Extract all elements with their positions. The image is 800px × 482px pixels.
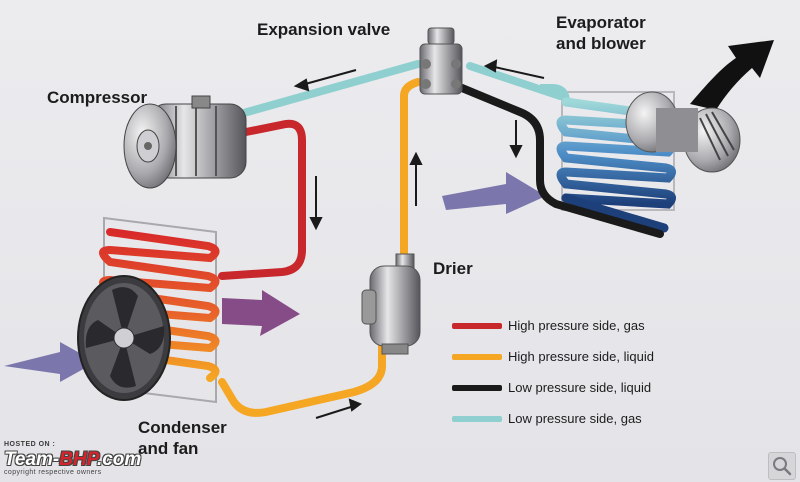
refrigerant-pipes (218, 60, 664, 417)
drier (361, 253, 421, 355)
legend-item-low-liquid: Low pressure side, liquid (452, 377, 692, 408)
watermark-hosted: HOSTED ON : (4, 441, 56, 448)
label-drier: Drier (433, 259, 473, 278)
label-compressor: Compressor (47, 88, 148, 107)
watermark-brand: Team-BHP.com (4, 449, 141, 471)
legend-item-low-gas: Low pressure side, gas (452, 408, 692, 439)
watermark-copyright: copyright respective owners (4, 469, 102, 476)
zoom-button[interactable] (768, 452, 796, 480)
airflow-evaporator-in-arrow (442, 172, 546, 214)
flow-direction-arrows (293, 59, 545, 419)
legend-label: Low pressure side, liquid (508, 380, 652, 395)
watermark: HOSTED ON : Team-BHP.com copyright respe… (4, 441, 141, 476)
legend-swatch (452, 354, 502, 360)
legend-item-high-liquid: High pressure side, liquid (452, 346, 692, 377)
legend-swatch (452, 416, 502, 422)
expansion-valve (419, 27, 463, 95)
label-evaporator-line1: Evaporator (556, 13, 646, 32)
compressor (123, 95, 247, 189)
legend-swatch (452, 323, 502, 329)
legend: High pressure side, gas High pressure si… (452, 315, 692, 439)
watermark-brand-highlight: BHP (59, 449, 97, 470)
legend-swatch (452, 385, 502, 391)
blower (625, 91, 741, 173)
magnifier-icon (773, 457, 792, 476)
label-condenser-and-fan: Condenser and fan (138, 417, 278, 460)
airflow-in-arrow (4, 342, 96, 382)
legend-label: High pressure side, liquid (508, 349, 654, 364)
legend-label: Low pressure side, gas (508, 411, 642, 426)
airflow-cold-out-arrow (690, 40, 774, 110)
airflow-warm-arrow (222, 290, 300, 336)
label-condenser-line2: and fan (138, 439, 199, 459)
watermark-brand-suffix: .com (96, 449, 142, 470)
watermark-brand-prefix: Team- (4, 449, 60, 470)
label-condenser-line1: Condenser (138, 418, 227, 437)
label-evaporator-line2: and blower (556, 34, 646, 54)
legend-label: High pressure side, gas (508, 318, 645, 333)
label-evaporator-and-blower: Evaporator and blower (556, 12, 696, 55)
label-expansion-valve: Expansion valve (257, 20, 391, 39)
legend-item-high-gas: High pressure side, gas (452, 315, 692, 346)
condenser-fan (77, 275, 171, 401)
